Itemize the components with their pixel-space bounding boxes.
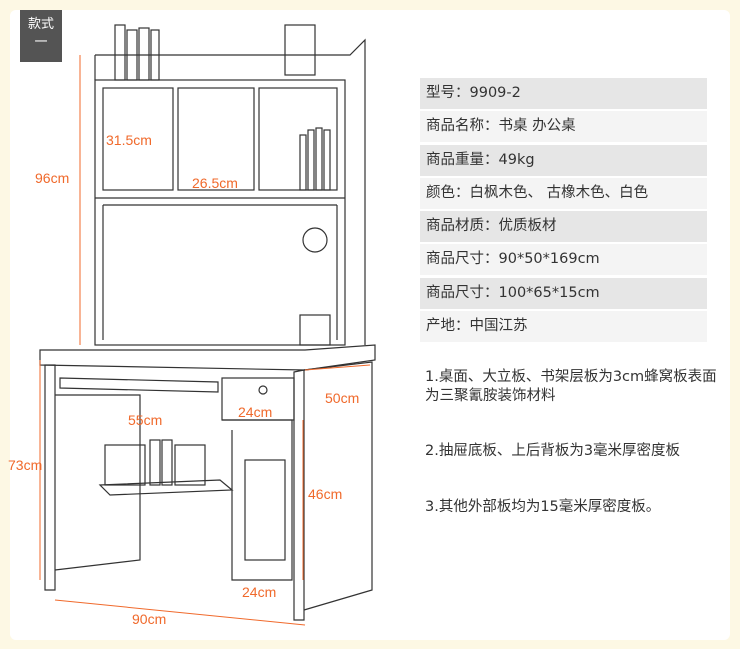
spec-row-name: 商品名称：书桌 办公桌 (420, 111, 707, 143)
dim-drawer-width: 24cm (238, 404, 273, 420)
spec-row-package-size: 商品尺寸：100*65*15cm (420, 277, 707, 309)
spec-row-model: 型号：9909-2 (420, 78, 707, 109)
note-1: 1.桌面、大立板、书架层板为3cm蜂窝板表面为三聚氰胺装饰材料 (425, 369, 717, 404)
note-2: 2.抽屉底板、上后背板为3毫米厚密度板 (425, 443, 681, 459)
dim-total-width: 90cm (132, 611, 167, 627)
dim-cubby-width: 26.5cm (192, 175, 238, 191)
note-3: 3.其他外部板均为15毫米厚密度板。 (425, 499, 661, 515)
dim-desk-height: 73cm (8, 457, 43, 473)
dim-cubby-height: 31.5cm (106, 132, 152, 148)
dim-hutch-height: 96cm (35, 170, 70, 186)
style-badge-sub: 一 (34, 35, 48, 50)
spec-row-material: 商品材质：优质板材 (420, 211, 707, 243)
spec-row-color: 颜色：白枫木色、 古橡木色、白色 (420, 177, 707, 209)
spec-table: 型号：9909-2 商品名称：书桌 办公桌 商品重量：49kg 颜色：白枫木色、… (420, 78, 707, 344)
spec-row-size: 商品尺寸：90*50*169cm (420, 244, 707, 276)
dim-knee-width: 55cm (128, 412, 163, 428)
dim-cpu-width: 24cm (242, 584, 277, 600)
style-badge: 款式 一 (20, 10, 62, 62)
dim-cpu-height: 46cm (308, 486, 343, 502)
spec-row-origin: 产地：中国江苏 (420, 311, 707, 343)
dim-depth: 50cm (325, 390, 360, 406)
spec-row-weight: 商品重量：49kg (420, 144, 707, 176)
style-badge-label: 款式 (27, 17, 54, 32)
